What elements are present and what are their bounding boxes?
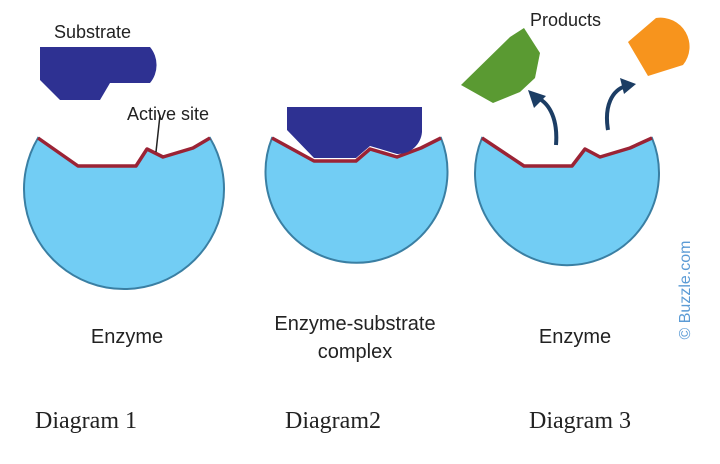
complex-label-line2: complex — [318, 341, 392, 363]
diagram-2-caption: Diagram2 — [285, 408, 381, 434]
enzyme-2-active-site — [271, 136, 442, 163]
substrate-shape — [40, 47, 157, 100]
bound-substrate-shape — [287, 107, 422, 158]
enzyme-3-body — [474, 136, 660, 267]
buzzle-watermark: © Buzzle.com — [677, 241, 694, 340]
complex-label-line1: Enzyme-substrate — [274, 313, 435, 335]
diagram-1-caption: Diagram 1 — [35, 408, 137, 434]
diagram-1: Substrate Active site Enzyme Diagram 1 — [23, 22, 225, 434]
active-site-label: Active site — [127, 104, 209, 124]
enzyme-1-body — [23, 136, 225, 290]
substrate-label: Substrate — [54, 22, 131, 42]
product-orange-shape — [628, 17, 690, 76]
enzyme-3-active-site — [481, 136, 653, 168]
products-label: Products — [530, 10, 601, 30]
active-site-pointer — [155, 114, 161, 153]
diagram-2: Enzyme-substrate complex Diagram2 — [264, 107, 449, 434]
arrow-head-green-icon — [528, 90, 546, 108]
enzyme-1-active-site — [36, 136, 211, 168]
enzyme-2-body — [264, 136, 449, 264]
arrow-head-orange-icon — [620, 78, 636, 94]
diagram-3-caption: Diagram 3 — [529, 408, 631, 434]
enzyme-3-label: Enzyme — [539, 326, 611, 348]
diagram-3: Products Enzyme Diagram 3 — [461, 10, 690, 434]
enzyme-1-label: Enzyme — [91, 326, 163, 348]
arrow-to-green-product — [536, 96, 559, 146]
arrow-to-orange-product — [605, 84, 627, 131]
product-green-shape — [461, 28, 540, 103]
